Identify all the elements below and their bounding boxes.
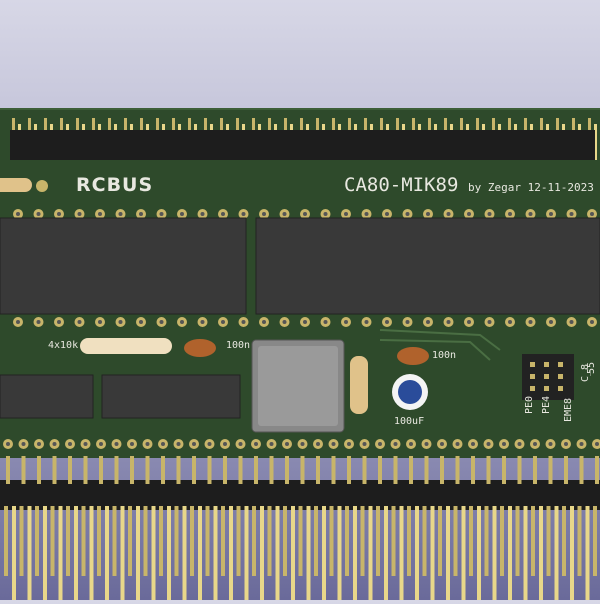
resistor-array	[80, 338, 172, 354]
c-value-label: 55	[586, 361, 597, 374]
top-left-resistor	[0, 178, 32, 192]
bottom-pad-row	[3, 439, 600, 449]
top-header-body	[10, 130, 595, 160]
bottom-pin-header	[0, 456, 600, 600]
pcb-board: RCBUS CA80-MIK89 by Zegar 12-11-2023 4x1…	[0, 108, 600, 458]
pe4-label: PE4	[541, 395, 552, 414]
capacitor-b	[397, 347, 429, 365]
rcbus-logo: RCBUS	[76, 174, 154, 196]
plcc-chip	[258, 346, 338, 426]
ic-u3	[0, 374, 94, 419]
eme8-label: EME8	[563, 397, 574, 422]
resistor-array-label: 4x10k	[48, 340, 79, 351]
top-left-resistor-pad	[36, 180, 48, 192]
pe0-label: PE0	[524, 395, 535, 414]
vertical-resistor	[350, 356, 368, 414]
capacitor-a	[184, 339, 216, 357]
electrolytic-label: 100uF	[394, 416, 425, 427]
bottom-edge-pins	[0, 456, 600, 600]
ic-u2	[255, 217, 600, 315]
ic-u1	[0, 217, 247, 315]
pcb-artwork	[0, 118, 600, 449]
board-title: CA80-MIK89	[344, 174, 459, 196]
board-credit: by Zegar 12-11-2023	[468, 181, 594, 194]
ic-pad-rows	[13, 209, 597, 327]
cap-a-label: 100n	[226, 340, 251, 351]
ic-u4	[101, 374, 241, 419]
cap-b-label: 100n	[432, 350, 457, 361]
pcb-traces	[379, 329, 501, 361]
jumper-pins	[530, 362, 563, 391]
